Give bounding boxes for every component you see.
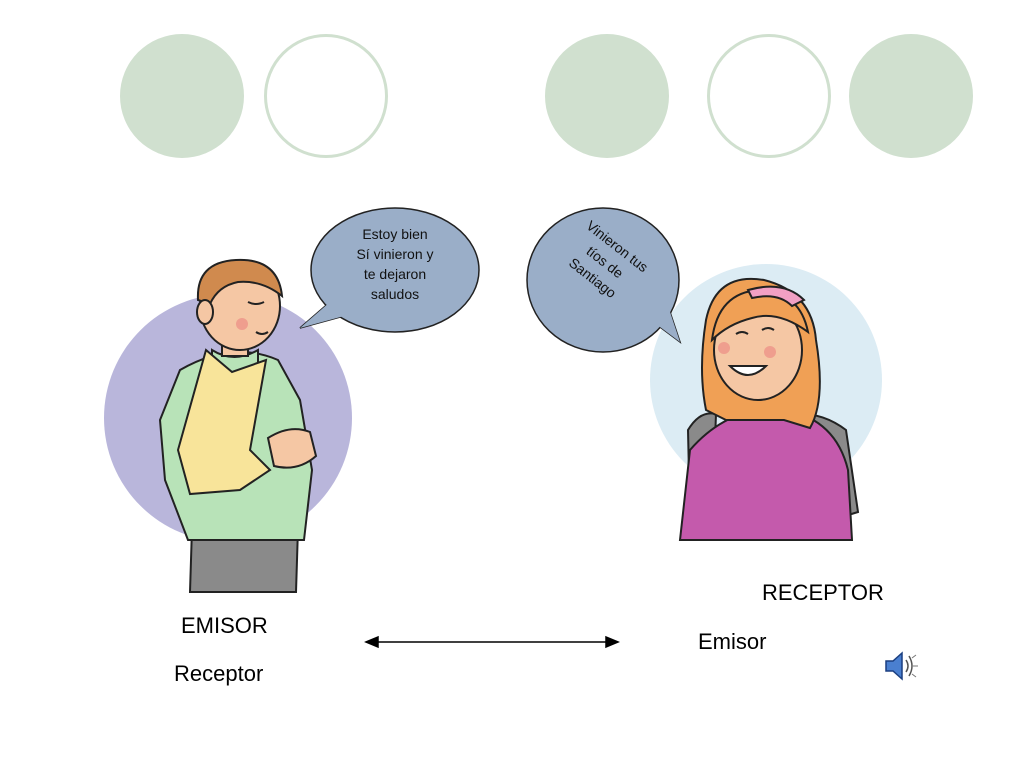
speaker-sound-icon[interactable] xyxy=(880,646,920,686)
left-bubble-line: Sí vinieron y xyxy=(356,246,434,262)
decorative-circle-4 xyxy=(707,34,831,158)
emisor-label: EMISOR xyxy=(181,613,268,638)
girl-receptor-illustration xyxy=(678,277,860,541)
double-arrow xyxy=(364,635,620,649)
decorative-circle-5 xyxy=(849,34,973,158)
receptor-label-left: Receptor xyxy=(174,661,264,686)
boy-emisor-illustration xyxy=(158,258,318,593)
receptor-label-right: RECEPTOR xyxy=(762,580,884,605)
left-speech-bubble xyxy=(310,207,480,333)
decorative-circle-2 xyxy=(264,34,388,158)
decorative-circle-3 xyxy=(545,34,669,158)
left-bubble-line: te dejaron xyxy=(363,266,427,282)
decorative-circle-1 xyxy=(120,34,244,158)
left-bubble-line: Estoy bien xyxy=(362,226,428,242)
left-bubble-text: Estoy bien Sí vinieron y te dejaron salu… xyxy=(332,224,458,304)
right-speech-bubble xyxy=(526,207,680,353)
emisor-label-right: Emisor xyxy=(698,629,767,654)
left-bubble-line: saludos xyxy=(370,286,420,302)
